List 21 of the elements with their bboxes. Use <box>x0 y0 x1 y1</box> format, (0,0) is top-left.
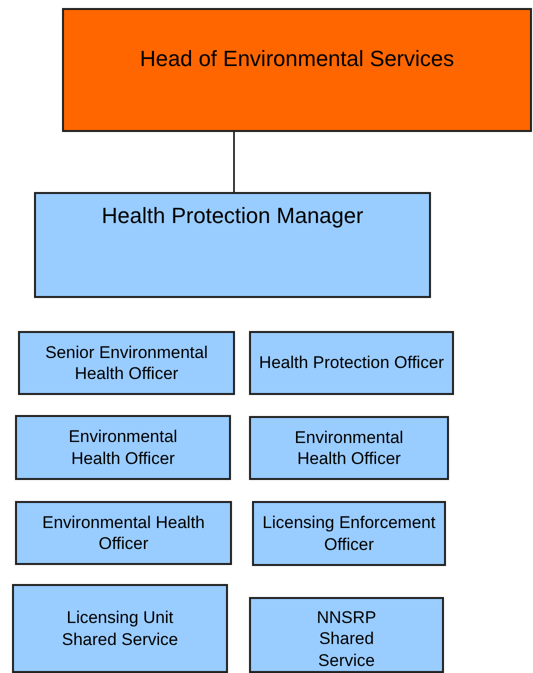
officer-box <box>18 331 235 395</box>
officer-box <box>249 331 454 395</box>
officer-box <box>249 416 449 480</box>
unit-box <box>12 584 228 673</box>
role-title: Health Protection Officer <box>259 352 444 374</box>
role-title: Health Protection Manager <box>102 202 364 230</box>
officer-box <box>15 415 231 480</box>
unit-box <box>249 597 444 673</box>
officer-box <box>252 501 446 566</box>
role-title: Environmental Health Officer <box>41 512 206 554</box>
role-title: Senior Environmental Health Officer <box>44 342 209 384</box>
role-title: Environmental Health Officer <box>68 426 178 469</box>
role-title: Environmental Health Officer <box>294 426 404 470</box>
role-title: Licensing Enforcement Officer <box>262 512 436 555</box>
officer-box <box>15 501 232 565</box>
connector-line <box>233 132 235 192</box>
role-title: Licensing Unit Shared Service <box>60 607 180 650</box>
head-box <box>62 8 532 132</box>
manager-box <box>34 192 431 298</box>
role-title: NNSRP Shared Service <box>316 607 378 671</box>
role-title: Head of Environmental Services <box>140 45 454 73</box>
